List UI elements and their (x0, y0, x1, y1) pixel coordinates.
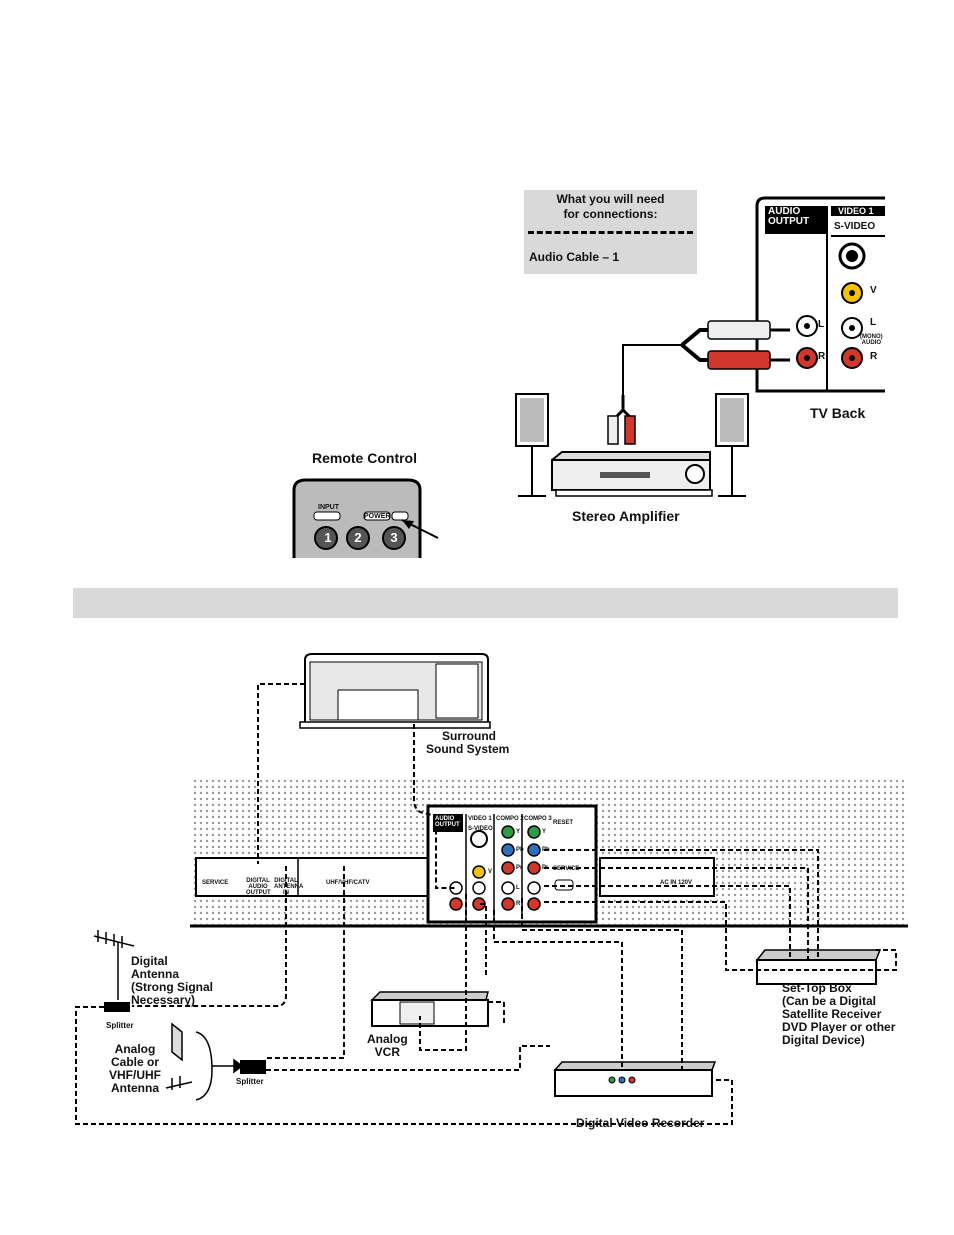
dvr-label: Digital Video Recorder (576, 1116, 705, 1130)
connection-diagram (75, 653, 908, 1125)
needs-box: What you will need for connections: Audi… (524, 190, 697, 274)
section-band (73, 588, 898, 618)
v-label: V (870, 285, 877, 296)
vcr-label: Analog VCR (367, 1032, 408, 1059)
rca-plug-red (707, 350, 771, 370)
rca-plug-white (707, 320, 771, 340)
volume-knob (685, 464, 705, 484)
needs-item-audio-cable: Audio Cable – 1 (529, 250, 620, 264)
audio-cable-and-amplifier (515, 320, 790, 497)
ac-panel (599, 857, 715, 897)
video1-label: VIDEO 1 (838, 206, 874, 216)
panel-y3-label: Y (542, 829, 547, 835)
tv-back-panel (755, 196, 885, 393)
button-1-label: 1 (324, 530, 332, 545)
input-label: INPUT (318, 504, 339, 511)
panel-compo2-label: COMPO 2 (496, 816, 524, 822)
panel-video1-label: VIDEO 1 (468, 816, 492, 822)
s-video-jack-bottom (470, 830, 488, 848)
panel-uhf-vhf-catv-label: UHF/VHF/CATV (326, 880, 370, 886)
splitter-icon-top (104, 1002, 130, 1012)
digital-antenna-label: Digital Antenna (Strong Signal Necessary… (131, 954, 213, 1007)
panel-pb-label: Pb (516, 847, 524, 853)
s-video-label: S-VIDEO (834, 221, 876, 232)
remote-control (292, 478, 439, 558)
panel-ac-in-label: AC IN 120V (660, 880, 693, 886)
mono-audio-label: (MONO) AUDIO (860, 334, 883, 346)
vhf-uhf-antenna-icon (165, 1022, 244, 1101)
digital-video-recorder (553, 1061, 717, 1071)
stereo-amplifier-label: Stereo Amplifier (572, 508, 680, 524)
panel-audio-output-label: AUDIO OUTPUT (435, 816, 460, 828)
rca-plug-red-vertical (624, 415, 636, 445)
button-2 (346, 526, 370, 550)
l-label: L (870, 317, 877, 328)
panel-compo3-label: COMPO 3 (524, 816, 552, 822)
panel-pb3-label: Pb (542, 847, 550, 853)
out-r-label: R (818, 351, 826, 362)
button-1 (314, 526, 338, 550)
splitter-icon-bottom (240, 1060, 266, 1074)
panel-digital-audio-output-label: DIGITAL AUDIO OUTPUT (246, 878, 271, 896)
panel-service2-label: SERVICE (553, 866, 580, 872)
surround-label: Surround Sound System (426, 729, 510, 756)
splitter-label-bottom: Splitter (236, 1077, 264, 1086)
panel-s-video-label: S-VIDEO (468, 826, 493, 832)
needs-title: What you will need for connections: (524, 192, 697, 222)
analog-vcr (370, 991, 489, 1001)
button-3-label: 3 (390, 530, 398, 545)
power-button (391, 511, 409, 521)
button-2-label: 2 (354, 530, 362, 545)
needs-title-line2: for connections: (563, 207, 658, 221)
out-l-label: L (818, 319, 825, 330)
panel-l-label: L (516, 885, 520, 891)
set-top-box-label: Set-Top Box (Can be a Digital Satellite … (782, 981, 896, 1047)
power-label: POWER (364, 513, 391, 520)
input-button (313, 511, 341, 521)
tv-back-label: TV Back (810, 405, 866, 421)
panel-y-label: Y (516, 829, 521, 835)
panel-pr-label: Pr (516, 865, 523, 871)
button-3 (382, 526, 406, 550)
r-label: R (870, 351, 878, 362)
digital-antenna-icon (93, 930, 135, 1000)
video1-header (831, 206, 885, 216)
rca-plug-white-vertical (607, 415, 619, 445)
panel-v-label: V (488, 869, 493, 875)
panel-service-label: SERVICE (202, 880, 229, 886)
analog-antenna-label: Analog Cable or VHF/UHF Antenna (109, 1042, 161, 1095)
audio-output-label: AUDIO OUTPUT (768, 206, 810, 227)
panel-reset-label: RESET (553, 820, 574, 826)
panel-digital-antenna-in-label: DIGITAL ANTENNA IN (274, 878, 304, 896)
splitter-label-top: Splitter (106, 1021, 134, 1030)
connection-cables (75, 683, 897, 1125)
needs-title-line1: What you will need (556, 192, 665, 206)
audio-output-header (765, 206, 827, 234)
remote-control-label: Remote Control (312, 450, 417, 466)
needs-divider (528, 231, 693, 234)
panel-pr3-label: Pr (542, 865, 549, 871)
panel-r-label: R (516, 901, 521, 907)
